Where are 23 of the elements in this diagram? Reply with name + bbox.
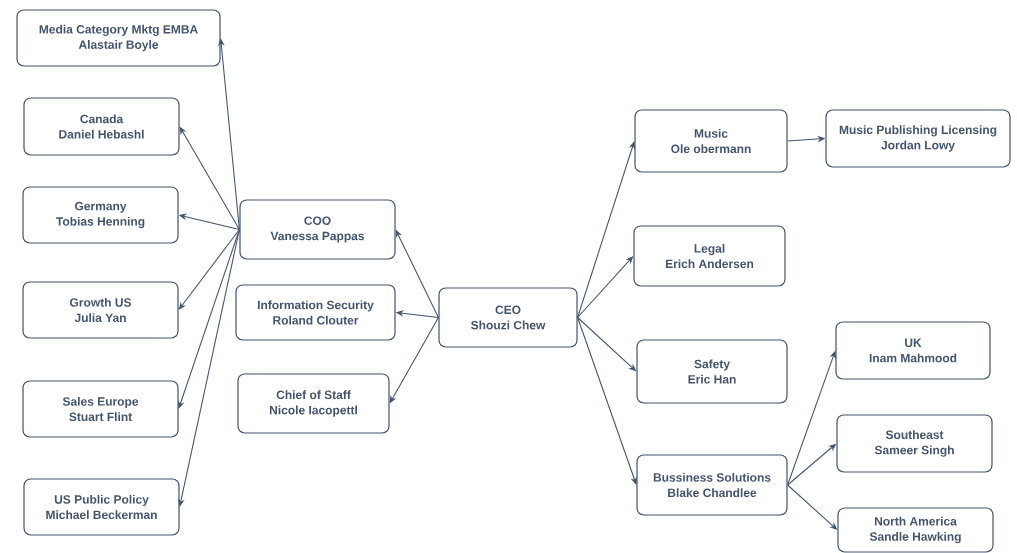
arrow [218,38,240,231]
org-box: Canada Daniel Hebashl [23,97,180,156]
org-box: US Public Policy Michael Beckerman [23,478,180,536]
org-box: Germany Tobias Henning [22,186,179,244]
org-box: Growth US Julia Yan [22,281,179,339]
org-box: Music Ole obermann [634,109,788,173]
arrow [577,316,637,485]
org-box: Bussiness Solutions Blake Chandlee [636,454,788,516]
org-box: Legal Erich Andersen [633,225,786,287]
org-box: Information Security Roland Clouter [235,284,396,341]
org-box: Southeast Sameer Singh [836,414,993,473]
arrow [178,228,240,507]
org-box: COO Vanessa Pappas [239,199,396,260]
org-box: Media Category Mktg EMBA Alastair Boyle [16,9,221,67]
arrow [178,228,240,310]
org-box: Sales Europe Stuart Flint [22,380,179,438]
org-box: Chief of Staff Nicole Iacopettl [237,373,390,434]
arrow [178,228,240,409]
org-box: Safety Eric Han [636,339,788,404]
org-box: Music Publishing Licensing Jordan Lowy [825,109,1011,168]
org-box: UK Inam Mahmood [835,321,991,380]
org-box: CEO Shouzi Chew [438,287,578,348]
org-box: North America Sandle Hawking [837,507,994,553]
